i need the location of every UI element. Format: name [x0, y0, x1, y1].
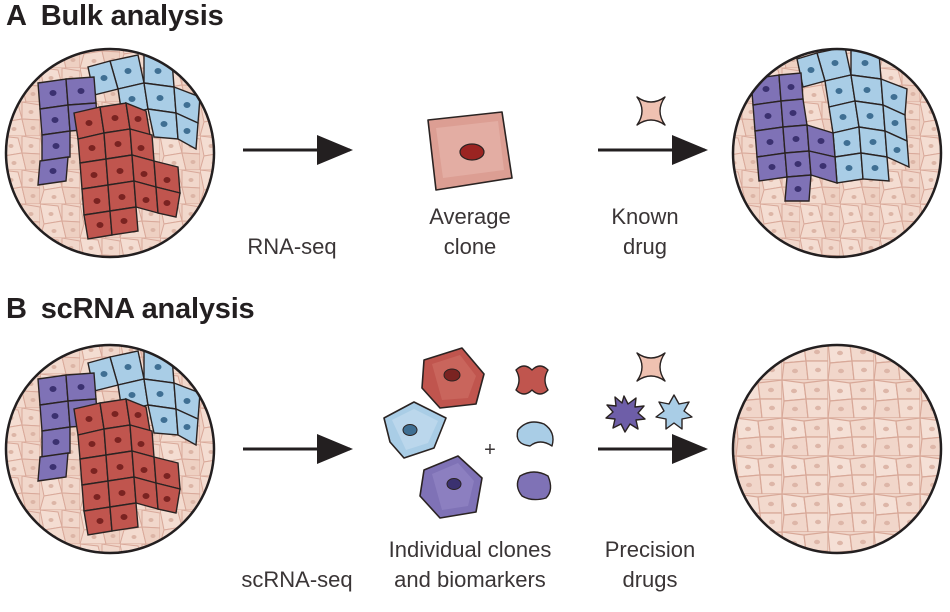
panel-b-pink-drug-icon	[636, 352, 666, 382]
panel-a-treated-tissue	[731, 47, 943, 259]
panel-a-known-drug-icon	[636, 96, 666, 126]
panel-b-letter: B	[6, 293, 27, 325]
panel-b-blue-biomarker	[516, 421, 554, 447]
panel-b-heading: scRNA analysis	[40, 293, 255, 325]
panel-b-purple-clone-cell	[419, 455, 483, 519]
panel-b-blue-clone-cell	[383, 401, 447, 459]
panel-a-title: A Bulk analysis	[6, 0, 224, 33]
panel-a-average-clone-cell	[427, 111, 513, 191]
panel-a-letter: A	[6, 0, 27, 32]
panel-b-healthy-tissue	[731, 343, 943, 555]
panel-b-purple-biomarker	[516, 471, 552, 501]
panel-a-step1-label: RNA-seq	[247, 234, 337, 259]
panel-a-heading: Bulk analysis	[40, 0, 224, 32]
panel-b-blue-drug-icon	[655, 394, 693, 430]
panel-b-tumor-tissue	[4, 343, 216, 555]
panel-b-red-clone-cell	[421, 347, 485, 409]
panel-b-step2-label: Precision drugs	[604, 537, 696, 592]
panel-b-purple-drug-icon	[605, 395, 646, 433]
panel-b-plus-sign: +	[484, 439, 496, 461]
panel-a-middle-label: Average clone	[429, 204, 511, 259]
panel-b-step1-label: scRNA-seq	[241, 567, 353, 592]
panel-a-tumor-tissue	[4, 47, 216, 259]
panel-a-step2-label: Known drug	[611, 204, 679, 259]
panel-b-red-biomarker	[515, 365, 549, 395]
panel-b-middle-label: Individual clones and biomarkers	[388, 537, 552, 592]
